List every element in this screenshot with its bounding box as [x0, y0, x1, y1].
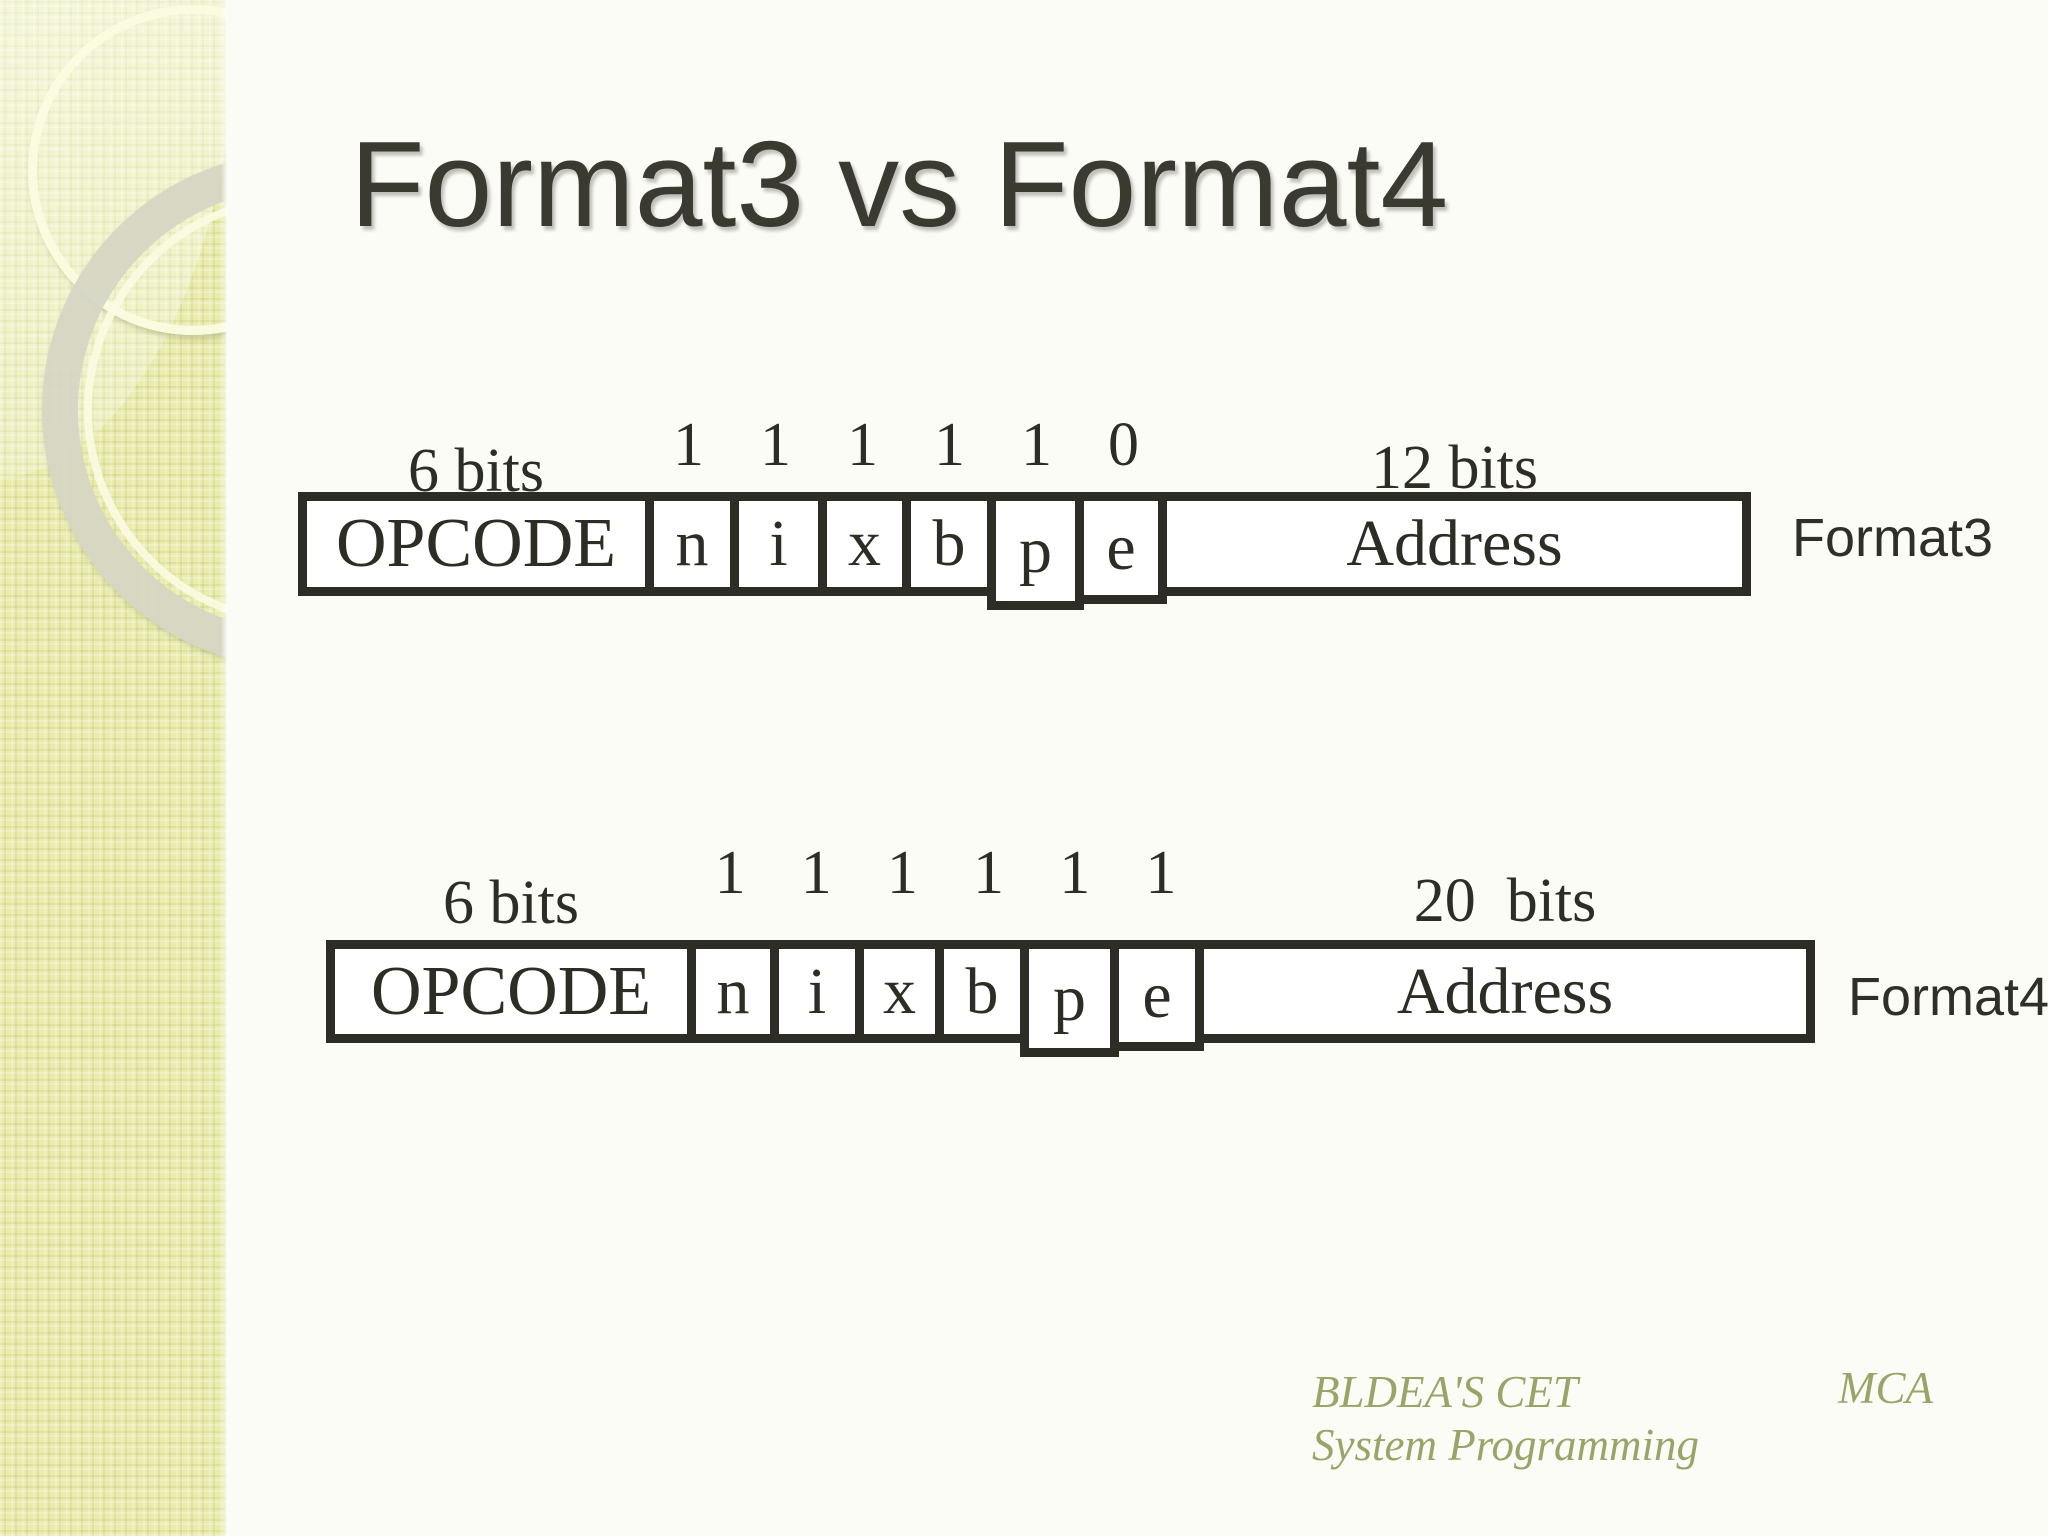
format4-flag-cell-i: i: [770, 940, 864, 1043]
format4-address-bits-label: 20 bits: [1413, 867, 1597, 935]
format3-address-bits-label: 12 bits: [1370, 434, 1539, 502]
format3-bit-n: 1: [673, 411, 704, 479]
format4-bit-i: 1: [800, 839, 832, 907]
format4-opcode-bits-label: 6 bits: [442, 869, 580, 937]
format3-bit-b: 1: [934, 411, 965, 479]
format4-bit-e: 1: [1145, 839, 1177, 907]
format4-opcode-cell: OPCODE: [326, 940, 696, 1043]
format4-bit-b: 1: [973, 839, 1005, 907]
footer-course: System Programming: [1312, 1420, 1700, 1471]
format4-flag-cell-n: n: [687, 940, 779, 1043]
format4-bit-p: 1: [1059, 839, 1091, 907]
format4-flag-cell-x: x: [855, 940, 944, 1043]
format3-bit-x: 1: [847, 411, 878, 479]
format3-flag-cell-p: p: [987, 492, 1084, 610]
format3-instruction-layout: OPCODE n i x b p e Address: [298, 492, 1751, 610]
format4-address-cell: Address: [1195, 940, 1815, 1043]
footer-institution: BLDEA'S CET: [1312, 1367, 1578, 1417]
format4-flag-bit-values: 1 1 1 1 1 1: [687, 842, 1204, 904]
slide-title: Format3 vs Format4: [350, 116, 1449, 252]
format3-flag-cell-e: e: [1075, 492, 1167, 604]
format3-opcode-bits-label: 6 bits: [407, 437, 545, 505]
footer-institution-block: BLDEA'S CET System Programming: [1312, 1366, 1699, 1472]
format3-opcode-cell: OPCODE: [298, 492, 654, 596]
format4-instruction-layout: OPCODE n i x b p e Address: [326, 940, 1815, 1057]
format3-flag-cell-x: x: [818, 492, 911, 596]
format4-flag-cell-e: e: [1110, 940, 1204, 1051]
format3-flag-cell-b: b: [902, 492, 996, 596]
sidebar-decoration: [0, 0, 227, 1536]
format3-address-cell: Address: [1158, 492, 1751, 596]
format3-flag-bit-values: 1 1 1 1 1 0: [645, 414, 1167, 476]
format3-flag-cell-n: n: [645, 492, 739, 596]
format4-flag-cell-b: b: [935, 940, 1029, 1043]
format4-bit-x: 1: [886, 839, 918, 907]
format4-bit-n: 1: [714, 839, 746, 907]
footer-program: MCA: [1838, 1363, 1933, 1413]
format3-bit-e: 0: [1108, 411, 1139, 479]
format3-label: Format3: [1792, 508, 1994, 568]
format3-bit-p: 1: [1021, 411, 1052, 479]
format3-flag-cell-i: i: [730, 492, 827, 596]
format3-bit-i: 1: [760, 411, 791, 479]
format4-label: Format4: [1848, 967, 2048, 1027]
format4-flag-cell-p: p: [1020, 940, 1119, 1057]
